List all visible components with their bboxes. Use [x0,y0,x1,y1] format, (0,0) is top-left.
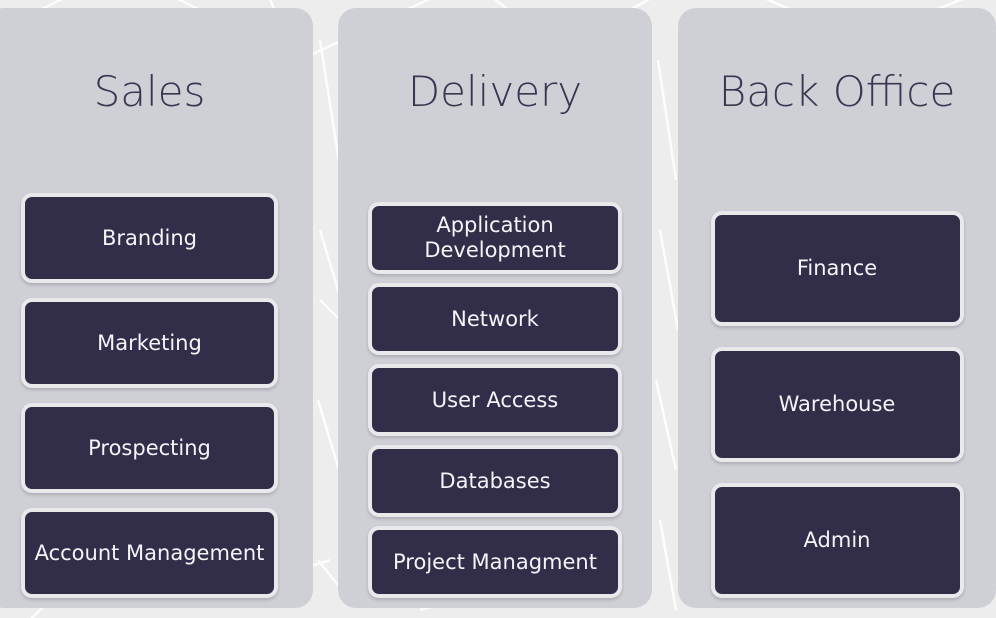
card-list-sales: Branding Marketing Prospecting Account M… [0,113,313,608]
card-project-management[interactable]: Project Managment [368,526,622,598]
card-branding[interactable]: Branding [21,193,278,283]
column-sales: Sales Branding Marketing Prospecting Acc… [0,8,313,608]
column-delivery: Delivery Application Development Network… [338,8,652,608]
column-title-sales: Sales [93,67,206,116]
card-network[interactable]: Network [368,283,622,355]
card-label: Admin [803,528,871,553]
card-label: Finance [796,256,878,281]
card-label: Project Managment [393,549,597,574]
card-label: Network [451,306,539,331]
card-label: Prospecting [88,435,211,460]
card-admin[interactable]: Admin [710,483,964,598]
card-list-back-office: Finance Warehouse Admin [678,113,996,608]
card-label: Databases [439,468,551,493]
card-databases[interactable]: Databases [368,445,622,517]
card-account-management[interactable]: Account Management [21,508,278,598]
column-title-delivery: Delivery [407,67,583,116]
card-application-development[interactable]: Application Development [368,202,622,274]
card-label: User Access [431,387,559,412]
column-back-office: Back Office Finance Warehouse Admin [678,8,996,608]
card-label: Warehouse [778,392,896,417]
card-user-access[interactable]: User Access [368,364,622,436]
card-label: Marketing [97,330,202,355]
card-marketing[interactable]: Marketing [21,298,278,388]
card-warehouse[interactable]: Warehouse [710,347,964,462]
card-prospecting[interactable]: Prospecting [21,403,278,493]
card-label: Application Development [424,213,566,262]
card-label: Branding [101,225,198,250]
card-label: Account Management [34,540,265,565]
column-title-back-office: Back Office [718,67,956,116]
card-finance[interactable]: Finance [710,211,964,326]
card-list-delivery: Application Development Network User Acc… [338,113,652,608]
